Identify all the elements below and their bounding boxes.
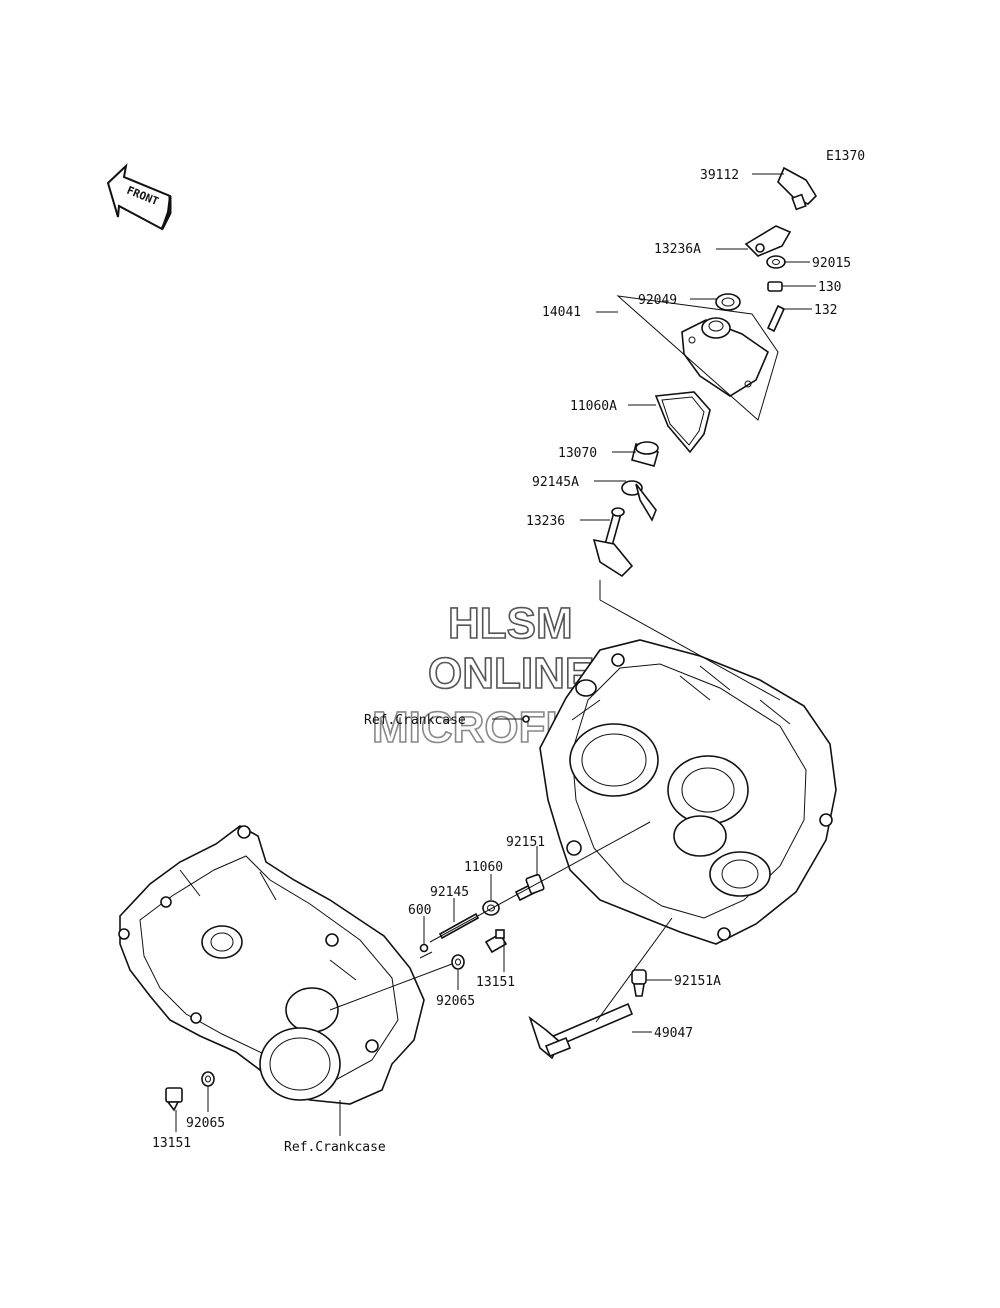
watermark-line-1: HLSM [448,599,573,648]
callout-14041: 14041 [542,305,581,320]
leader-lines [175,173,816,1136]
callout-13070: 13070 [558,446,597,461]
shift-fork-49047 [528,1002,634,1060]
bolt-92151A [631,969,647,997]
callout-11060: 11060 [464,860,503,875]
callout-600: 600 [408,903,431,918]
callout-49047: 49047 [654,1026,693,1041]
shaft-13236A [744,225,792,257]
callout-92049: 92049 [638,293,677,308]
crankcase-left [118,825,425,1105]
callout-92065-left: 92065 [186,1116,225,1131]
group-bracket-14041 [616,295,779,421]
leader-13236-to-case [599,599,781,701]
washer-92015 [766,255,786,269]
bolt-130 [767,281,783,292]
callout-labels: 39112 13236A 92015 130 14041 92049 132 1… [152,168,851,1155]
gasket-11060A [654,391,711,454]
crankcase-right [539,639,837,945]
shift-lever-39112 [777,166,818,211]
washer-92065-left [201,1071,215,1087]
front-arrow-icon: FRONT [106,163,172,231]
callout-13151-right: 13151 [476,975,515,990]
callout-92145: 92145 [430,885,469,900]
callout-92015: 92015 [812,256,851,271]
cover-14041 [681,317,769,397]
switch-13151-left [165,1087,183,1112]
washer-11060 [482,900,500,916]
callout-13151-left: 13151 [152,1136,191,1151]
washer-92065-right [451,954,465,970]
callout-92151A: 92151A [674,974,721,989]
callout-ref-crankcase-top: Ref.Crankcase [364,713,466,728]
shift-shaft-13236 [592,507,634,578]
callout-13236: 13236 [526,514,565,529]
spring-92145A [621,480,657,522]
callout-132: 132 [814,303,837,318]
ball-600 [419,943,429,953]
callout-ref-crankcase-bottom: Ref.Crankcase [284,1140,386,1155]
callout-92065-right: 92065 [436,994,475,1009]
callout-39112: 39112 [700,168,739,183]
bolt-132 [766,304,786,333]
callout-13236A: 13236A [654,242,701,257]
switch-13151-right [484,929,508,954]
collar-13070 [631,441,659,467]
diagram-code: E1370 [826,149,865,164]
callout-11060A: 11060A [570,399,617,414]
callout-92151: 92151 [506,835,545,850]
callout-92145A: 92145A [532,475,579,490]
watermark-line-2: ONLINE [428,649,594,698]
oil-seal-92049 [715,293,741,311]
callout-130: 130 [818,280,841,295]
